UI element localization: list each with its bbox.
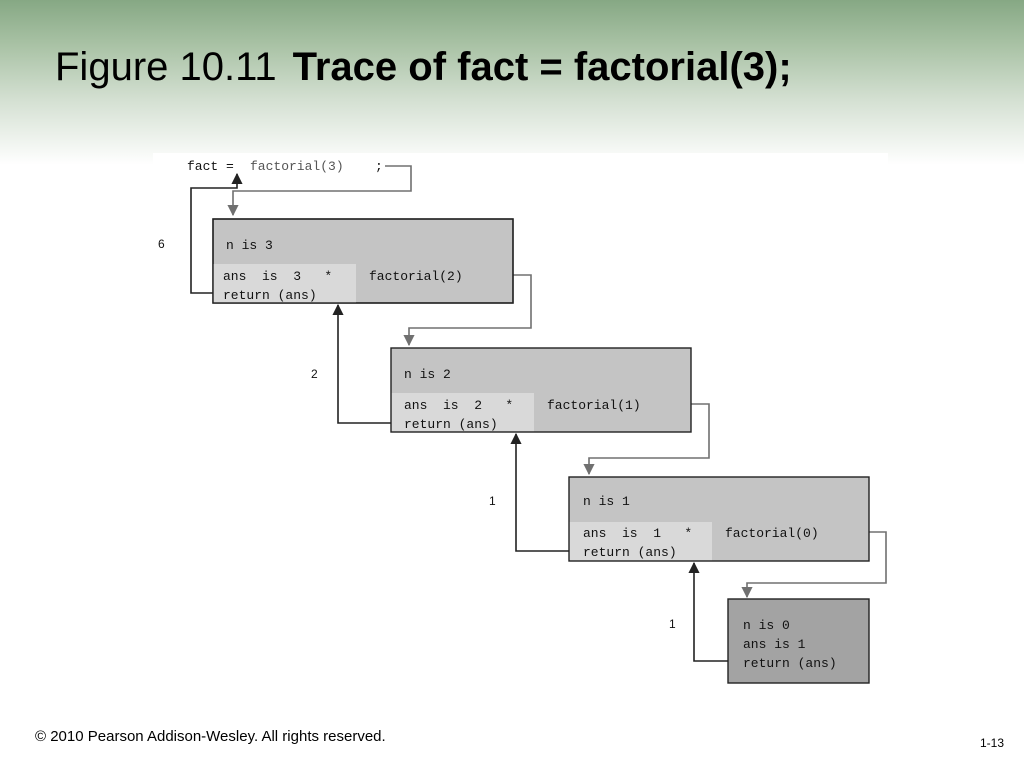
frame-3-call: factorial(0) [725, 526, 819, 541]
base-frame-box [727, 598, 870, 684]
activation-frame-3: n is 1 ans is 1 * factorial(0) return (a… [568, 476, 870, 562]
base-frame-ans-line: ans is 1 [743, 637, 806, 652]
figure-panel: fact = factorial(3) ; n is 3 ans is 3 * … [153, 153, 888, 690]
frame-1-call: factorial(2) [369, 269, 463, 284]
frame-1-n-line: n is 3 [226, 238, 273, 253]
top-statement-call: factorial(3) [250, 159, 344, 174]
activation-frame-1: n is 3 ans is 3 * factorial(2) return (a… [212, 218, 514, 304]
returned-value-1: 6 [158, 237, 165, 251]
return-arrow-4 [688, 561, 728, 662]
returned-value-3: 1 [489, 494, 496, 508]
top-statement-semicolon: ; [375, 159, 383, 174]
copyright-notice: © 2010 Pearson Addison-Wesley. All right… [35, 728, 386, 745]
base-frame-n-line: n is 0 [743, 618, 790, 633]
return-arrow-1 [190, 172, 243, 294]
returned-value-4: 1 [669, 617, 676, 631]
base-frame-return-line: return (ans) [743, 656, 837, 671]
frame-2-return-line: return (ans) [404, 417, 498, 432]
trace-diagram: fact = factorial(3) ; n is 3 ans is 3 * … [158, 159, 887, 684]
frame-3-highlight [569, 522, 712, 561]
call-arrow-3 [583, 403, 710, 476]
page-number: 1-13 [979, 736, 1004, 750]
title-prefix: Figure 10.11 [55, 45, 277, 89]
top-statement-lhs: fact = [187, 159, 234, 174]
call-arrow-1 [227, 165, 412, 217]
frame-2-call: factorial(1) [547, 398, 641, 413]
frame-2-n-line: n is 2 [404, 367, 451, 382]
frame-3-n-line: n is 1 [583, 494, 630, 509]
call-arrow-2 [403, 274, 532, 347]
frame-2-highlight [391, 393, 534, 432]
return-arrow-2 [332, 303, 391, 424]
title-main: Trace of fact = factorial(3); [292, 45, 792, 89]
call-arrow-4 [741, 531, 887, 599]
frame-1-return-line: return (ans) [223, 288, 317, 303]
return-arrow-3 [510, 432, 569, 552]
activation-frame-2: n is 2 ans is 2 * factorial(1) return (a… [390, 347, 692, 433]
slide-title: Figure 10.11 Trace of fact = factorial(3)… [55, 42, 792, 102]
frame-1-highlight [213, 264, 356, 303]
frame-3-return-line: return (ans) [583, 545, 677, 560]
frame-2-ans-line: ans is 2 * [404, 398, 513, 413]
returned-value-2: 2 [311, 367, 318, 381]
frame-1-ans-line: ans is 3 * [223, 269, 332, 284]
base-case-frame: n is 0 ans is 1 return (ans) [727, 598, 870, 684]
frame-3-ans-line: ans is 1 * [583, 526, 692, 541]
